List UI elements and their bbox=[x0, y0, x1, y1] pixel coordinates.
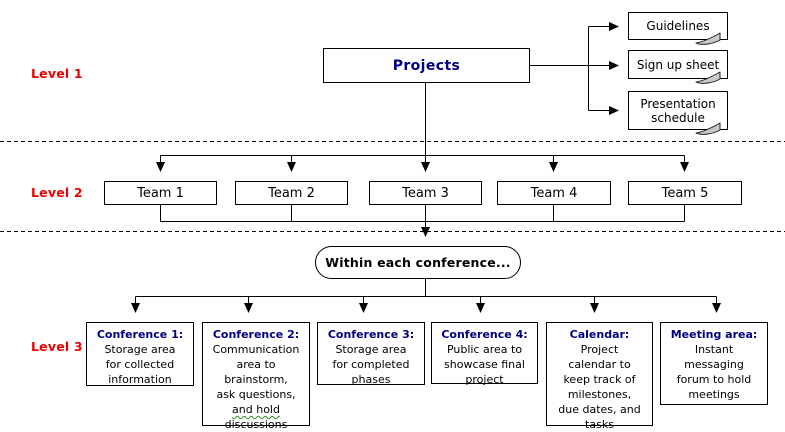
calendar-desc-line: keep track of bbox=[563, 373, 636, 386]
team-box-4: Team 4 bbox=[497, 181, 611, 205]
conference-2-desc-line: Communication bbox=[212, 343, 300, 356]
calendar-title: Calendar: bbox=[569, 328, 630, 341]
conference-4-desc-line: project bbox=[465, 373, 504, 386]
conference-1-desc-line: information bbox=[108, 373, 172, 386]
conference-4-desc-line: Public area to bbox=[446, 343, 523, 356]
conference-2-desc-line: discussions bbox=[224, 418, 288, 431]
level-3-label: Level 3 bbox=[31, 339, 83, 354]
conference-4-box: Conference 4: Public area to showcase fi… bbox=[431, 322, 538, 386]
conference-2-box: Conference 2: Communication area to brai… bbox=[202, 322, 310, 431]
level-2-label: Level 2 bbox=[31, 185, 83, 200]
meeting-area-desc-line: messaging bbox=[684, 358, 744, 371]
doc-guidelines: Guidelines bbox=[628, 12, 728, 45]
conference-4-desc-line: showcase final bbox=[444, 358, 525, 371]
folded-corner-icon bbox=[695, 32, 721, 45]
meeting-area-desc-line: forum to hold bbox=[676, 373, 752, 386]
conference-1-box: Conference 1: Storage area for collected… bbox=[86, 322, 194, 386]
team-box-3: Team 3 bbox=[369, 181, 482, 205]
conference-3-desc-line: phases bbox=[351, 373, 391, 386]
team-box-1: Team 1 bbox=[104, 181, 217, 205]
doc-presentation-schedule-label: Presentation schedule bbox=[640, 96, 716, 125]
doc-guidelines-label: Guidelines bbox=[646, 19, 710, 33]
conference-3-desc-line: Storage area bbox=[335, 343, 407, 356]
meeting-area-title: Meeting area: bbox=[670, 328, 758, 341]
team-3-label: Team 3 bbox=[402, 185, 449, 201]
conference-2-desc-line: brainstorm, bbox=[224, 373, 288, 386]
calendar-desc-line: due dates, and bbox=[558, 403, 641, 416]
conference-2-desc-line: ask questions, bbox=[216, 388, 296, 401]
level-1-label: Level 1 bbox=[31, 66, 83, 81]
team-1-label: Team 1 bbox=[137, 185, 184, 201]
folded-corner-icon bbox=[695, 122, 721, 135]
calendar-box: Calendar: Project calendar to keep track… bbox=[546, 322, 653, 431]
conference-1-desc-line: Storage area bbox=[104, 343, 176, 356]
conference-2-title: Conference 2: bbox=[212, 328, 300, 341]
conference-2-desc-line-grammar-squiggle: and hold bbox=[232, 403, 280, 416]
within-each-conference-label: Within each conference... bbox=[325, 255, 511, 270]
calendar-desc-line: Project bbox=[580, 343, 619, 356]
projects-box: Projects bbox=[323, 48, 530, 83]
doc-presentation-schedule: Presentation schedule bbox=[628, 91, 728, 135]
meeting-area-box: Meeting area: Instant messaging forum to… bbox=[660, 322, 768, 405]
calendar-desc-line: tasks bbox=[585, 418, 614, 431]
conference-2-desc-line: area to bbox=[236, 358, 276, 371]
within-each-conference-oval: Within each conference... bbox=[315, 246, 521, 279]
team-box-2: Team 2 bbox=[235, 181, 348, 205]
meeting-area-desc-line: meetings bbox=[688, 388, 740, 401]
projects-label: Projects bbox=[392, 57, 461, 74]
conference-1-desc-line: for collected bbox=[105, 358, 175, 371]
calendar-desc-line: milestones, bbox=[567, 388, 632, 401]
team-5-label: Team 5 bbox=[661, 185, 709, 201]
team-2-label: Team 2 bbox=[268, 185, 315, 201]
doc-sign-up-sheet: Sign up sheet bbox=[628, 50, 728, 84]
meeting-area-desc-line: Instant bbox=[694, 343, 734, 356]
conference-1-title: Conference 1: bbox=[96, 328, 184, 341]
calendar-desc-line: calendar to bbox=[568, 358, 631, 371]
conference-4-title: Conference 4: bbox=[441, 328, 528, 341]
folded-corner-icon bbox=[695, 71, 721, 84]
team-4-label: Team 4 bbox=[530, 185, 578, 201]
conference-3-desc-line: for completed bbox=[332, 358, 410, 371]
team-box-5: Team 5 bbox=[628, 181, 742, 205]
doc-sign-up-sheet-label: Sign up sheet bbox=[636, 57, 720, 72]
conference-3-box: Conference 3: Storage area for completed… bbox=[317, 322, 425, 386]
conference-3-title: Conference 3: bbox=[327, 328, 415, 341]
